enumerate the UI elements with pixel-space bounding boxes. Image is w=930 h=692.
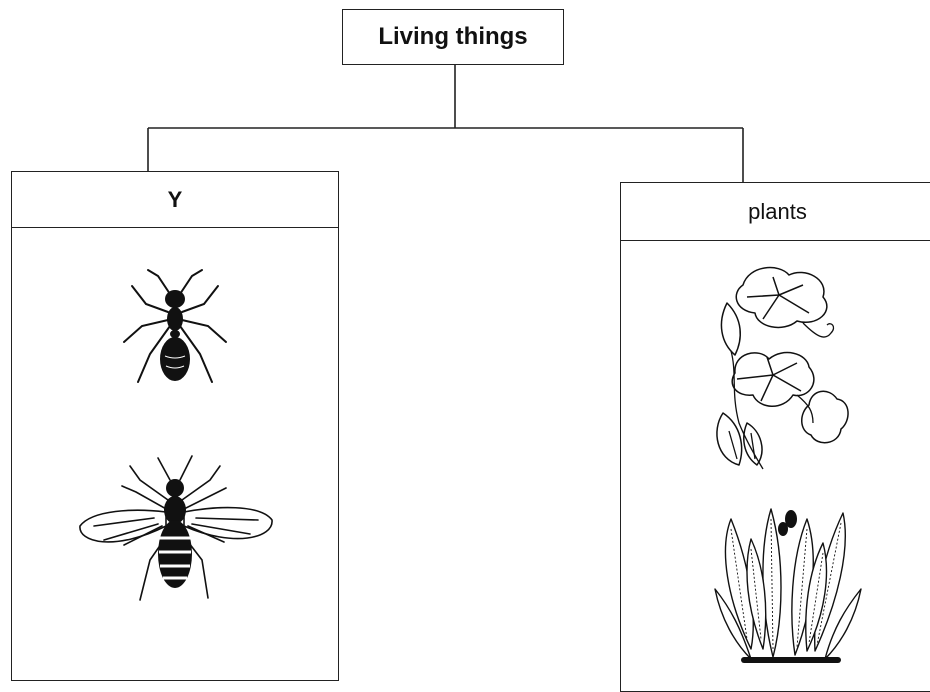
group-plants-header: plants [621,183,930,241]
leafy-plant-picture [711,499,871,669]
group-y-label: Y [168,187,183,213]
ant-picture [112,264,237,404]
flowering-vine-picture [713,263,853,473]
root-node-label: Living things [378,23,527,51]
group-plants-box: plants [620,182,930,692]
root-node-box: Living things [342,9,564,65]
group-y-box: Y [11,171,339,681]
bee-picture [74,450,274,610]
group-plants-label: plants [748,199,807,225]
group-y-header: Y [12,172,338,228]
